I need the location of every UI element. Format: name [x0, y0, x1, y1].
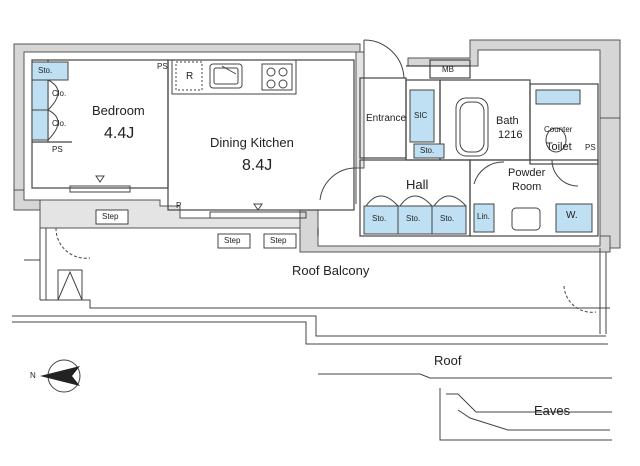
- dining-kitchen-label: Dining Kitchen: [210, 135, 294, 150]
- dining-kitchen-area: 8.4J: [242, 157, 273, 174]
- doors: [55, 39, 597, 313]
- counter-label: Counter: [544, 125, 573, 134]
- shoe-closet-label: SIC: [414, 111, 428, 120]
- bath-label: Bath: [496, 115, 519, 127]
- meter-box-label: MB: [442, 65, 454, 74]
- powder-room-label-line1: Powder: [508, 167, 546, 179]
- storage-label: Sto.: [38, 66, 53, 75]
- closet-label: Clo.: [52, 119, 67, 128]
- compass-arrow-icon: [40, 359, 81, 393]
- pipe-shaft-label: PS: [157, 62, 168, 71]
- powder-room-label-line2: Room: [512, 181, 542, 193]
- parking-label: P: [176, 201, 182, 210]
- hall-storage-label: Sto.: [440, 214, 455, 223]
- bedroom-area: 4.4J: [104, 125, 135, 142]
- hall-storage-label: Sto.: [406, 214, 421, 223]
- pipe-shaft-label: PS: [52, 145, 63, 154]
- closet-label: Clo.: [52, 89, 67, 98]
- kitchen-counter: [171, 59, 297, 95]
- compass-north-label: N: [30, 371, 36, 380]
- entrance-label: Entrance: [366, 113, 407, 124]
- step-label: Step: [224, 236, 241, 245]
- eaves-label: Eaves: [534, 403, 571, 418]
- bath-fixtures: [455, 97, 567, 231]
- pipe-shaft-label: PS: [585, 143, 596, 152]
- bath-size: 1216: [498, 129, 523, 141]
- bedroom-label: Bedroom: [92, 103, 145, 118]
- roof-label: Roof: [434, 353, 462, 368]
- refrigerator-label: R: [186, 71, 194, 82]
- linen-label: Lin.: [477, 212, 490, 221]
- washer-label: W.: [566, 210, 578, 221]
- step-boxes: [95, 209, 297, 249]
- hall-storage-label: Sto.: [372, 214, 387, 223]
- toilet-label: Toilet: [546, 141, 572, 153]
- hall-storage-label: Sto.: [420, 146, 435, 155]
- windows: [69, 175, 307, 219]
- storage-units: [31, 61, 593, 235]
- hall-label: Hall: [406, 177, 429, 192]
- step-label: Step: [270, 236, 287, 245]
- step-label: Step: [102, 212, 119, 221]
- roof-balcony-label: Roof Balcony: [292, 263, 370, 278]
- balcony-outline: [12, 228, 612, 441]
